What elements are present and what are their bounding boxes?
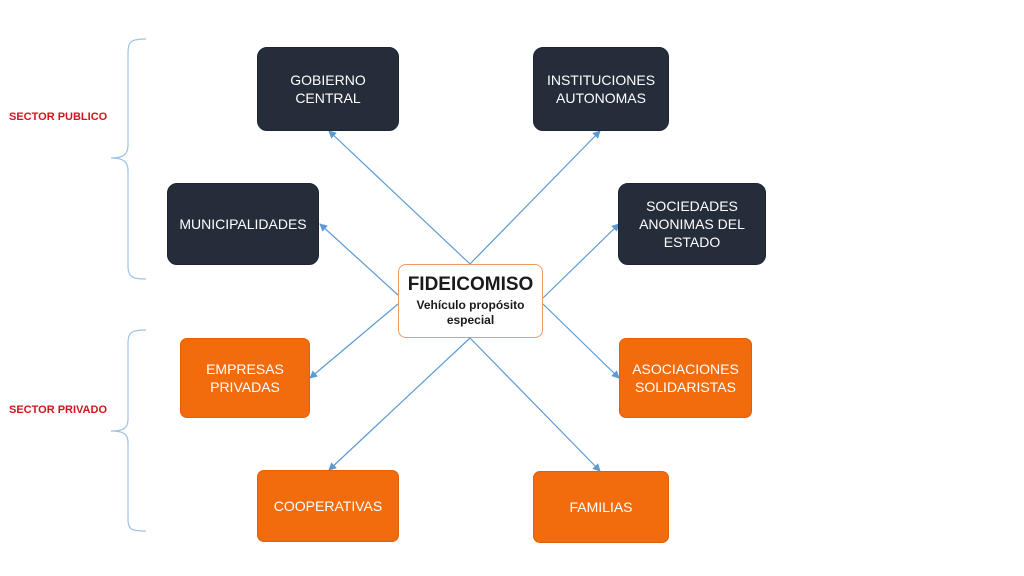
arrow-to-empresas-privadas <box>309 303 399 379</box>
sector-privado-label: SECTOR PRIVADO <box>9 404 107 416</box>
arrow-to-gobierno-central <box>328 130 471 265</box>
arrow-to-municipalidades <box>319 223 399 296</box>
node-empresas-privadas[interactable]: EMPRESAS PRIVADAS <box>180 338 310 418</box>
arrow-to-instituciones-autonomas <box>469 130 601 265</box>
node-fideicomiso[interactable]: FIDEICOMISO Vehículo propósito especial <box>398 264 543 338</box>
node-familias[interactable]: FAMILIAS <box>533 471 669 543</box>
node-asociaciones-solidaristas[interactable]: ASOCIACIONES SOLIDARISTAS <box>619 338 752 418</box>
fideicomiso-title: FIDEICOMISO <box>407 274 534 295</box>
brace-sector-privado <box>110 329 147 532</box>
fideicomiso-subtitle: Vehículo propósito especial <box>416 298 525 327</box>
arrow-to-familias <box>469 337 601 472</box>
node-municipalidades[interactable]: MUNICIPALIDADES <box>167 183 319 265</box>
arrow-to-cooperativas <box>328 337 471 471</box>
node-sociedades-anonimas[interactable]: SOCIEDADES ANONIMAS DEL ESTADO <box>618 183 766 265</box>
arrow-to-asociaciones-solidaristas <box>542 303 620 379</box>
node-instituciones-autonomas[interactable]: INSTITUCIONES AUTONOMAS <box>533 47 669 131</box>
node-cooperativas[interactable]: COOPERATIVAS <box>257 470 399 542</box>
sector-braces <box>110 38 147 532</box>
node-gobierno-central[interactable]: GOBIERNO CENTRAL <box>257 47 399 131</box>
arrow-to-sociedades-anonimas <box>542 223 620 299</box>
sector-publico-label: SECTOR PUBLICO <box>9 111 108 123</box>
brace-sector-publico <box>110 38 147 280</box>
